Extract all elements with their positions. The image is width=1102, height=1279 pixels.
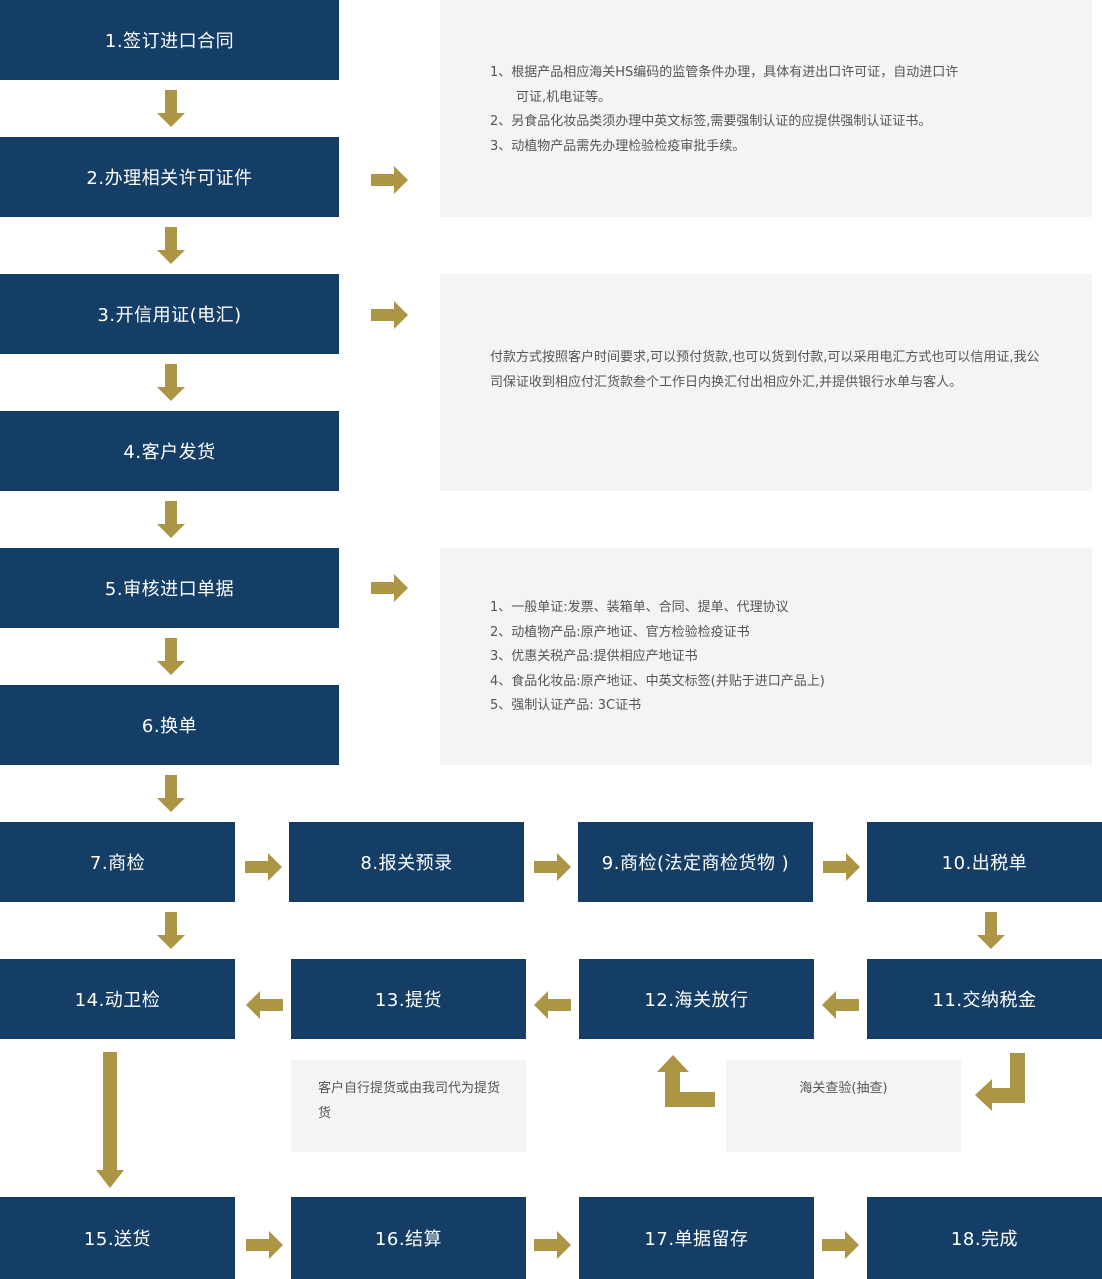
note-inspection-text: 海关查验(抽查) (799, 1081, 888, 1096)
step-15-box: 15.送货 (0, 1197, 235, 1279)
note-documents-item: 3、优惠关税产品:提供相应产地证书 (490, 649, 698, 664)
step-9-label: 9.商检(法定商检货物 ) (601, 853, 790, 874)
step-6-label: 6.换单 (141, 716, 198, 737)
step-10-label: 10.出税单 (941, 853, 1028, 874)
step-7-label: 7.商检 (89, 853, 146, 874)
step-2-label: 2.办理相关许可证件 (86, 168, 253, 189)
step-11-box: 11.交纳税金 (867, 959, 1102, 1039)
arrow-right-icon (534, 1231, 571, 1259)
arrow-down-icon (157, 638, 185, 675)
arrow-right-icon (371, 166, 408, 194)
arrow-down-icon (157, 227, 185, 264)
step-2-box: 2.办理相关许可证件 (0, 137, 339, 217)
step-16-label: 16.结算 (374, 1229, 443, 1250)
step-18-label: 18.完成 (950, 1229, 1019, 1250)
note-pickup: 客户自行提货或由我司代为提货货 (291, 1060, 526, 1152)
arrow-left-icon (822, 991, 859, 1019)
step-3-box: 3.开信用证(电汇) (0, 274, 339, 354)
note-permits-item: 2、另食品化妆品类须办理中英文标签,需要强制认证的应提供强制认证证书。 (490, 114, 932, 129)
long-arrow-down-icon (96, 1052, 124, 1188)
step-18-box: 18.完成 (867, 1197, 1102, 1279)
step-4-label: 4.客户发货 (123, 442, 216, 463)
bent-arrow-left-icon (975, 1053, 1027, 1111)
note-documents: 1、一般单证:发票、装箱单、合同、提单、代理协议 2、动植物产品:原产地证、官方… (440, 548, 1092, 765)
step-11-label: 11.交纳税金 (932, 990, 1037, 1011)
step-13-label: 13.提货 (374, 990, 443, 1011)
step-6-box: 6.换单 (0, 685, 339, 765)
arrow-left-icon (246, 991, 283, 1019)
step-8-box: 8.报关预录 (289, 822, 524, 902)
step-4-box: 4.客户发货 (0, 411, 339, 491)
note-documents-item: 4、食品化妆品:原产地证、中英文标签(并贴于进口产品上) (490, 673, 825, 689)
step-10-box: 10.出税单 (867, 822, 1102, 902)
note-permits-item: 1、根据产品相应海关HS编码的监管条件办理，具体有进出口许可证，自动进口许 (490, 65, 959, 80)
note-permits-item: 可证,机电证等。 (516, 89, 612, 105)
note-permits: 1、根据产品相应海关HS编码的监管条件办理，具体有进出口许可证，自动进口许 可证… (440, 0, 1092, 217)
note-documents-item: 2、动植物产品:原产地证、官方检验检疫证书 (490, 624, 750, 640)
arrow-down-icon (977, 912, 1005, 949)
note-inspection: 海关查验(抽查) (726, 1060, 961, 1152)
step-8-label: 8.报关预录 (360, 853, 453, 874)
step-7-box: 7.商检 (0, 822, 235, 902)
note-payment-text: 付款方式按照客户时间要求,可以预付货款,也可以货到付款,可以采用电汇方式也可以信… (490, 350, 1040, 390)
step-16-box: 16.结算 (291, 1197, 526, 1279)
step-14-box: 14.动卫检 (0, 959, 235, 1039)
arrow-down-icon (157, 912, 185, 949)
step-14-label: 14.动卫检 (74, 990, 161, 1011)
step-12-label: 12.海关放行 (644, 990, 749, 1011)
arrow-right-icon (371, 574, 408, 602)
step-15-label: 15.送货 (83, 1229, 152, 1250)
step-5-box: 5.审核进口单据 (0, 548, 339, 628)
bent-arrow-up-icon (657, 1055, 715, 1107)
step-1-box: 1.签订进口合同 (0, 0, 339, 80)
note-documents-item: 1、一般单证:发票、装箱单、合同、提单、代理协议 (490, 600, 789, 615)
arrow-right-icon (823, 853, 860, 881)
arrow-right-icon (246, 1231, 283, 1259)
arrow-right-icon (534, 853, 571, 881)
step-13-box: 13.提货 (291, 959, 526, 1039)
arrow-down-icon (157, 501, 185, 538)
step-1-label: 1.签订进口合同 (104, 31, 235, 52)
arrow-right-icon (245, 853, 282, 881)
arrow-down-icon (157, 90, 185, 127)
step-17-box: 17.单据留存 (579, 1197, 814, 1279)
note-payment: 付款方式按照客户时间要求,可以预付货款,也可以货到付款,可以采用电汇方式也可以信… (440, 274, 1092, 491)
note-permits-item: 3、动植物产品需先办理检验检疫审批手续。 (490, 138, 746, 154)
step-5-label: 5.审核进口单据 (104, 579, 235, 600)
step-12-box: 12.海关放行 (579, 959, 814, 1039)
arrow-right-icon (371, 301, 408, 329)
note-documents-item: 5、强制认证产品: 3C证书 (490, 698, 642, 713)
arrow-right-icon (822, 1231, 859, 1259)
step-17-label: 17.单据留存 (644, 1229, 749, 1250)
step-9-box: 9.商检(法定商检货物 ) (578, 822, 813, 902)
arrow-down-icon (157, 364, 185, 401)
note-pickup-text: 客户自行提货或由我司代为提货货 (318, 1081, 501, 1121)
arrow-down-icon (157, 775, 185, 812)
arrow-left-icon (534, 991, 571, 1019)
step-3-label: 3.开信用证(电汇) (97, 305, 242, 326)
